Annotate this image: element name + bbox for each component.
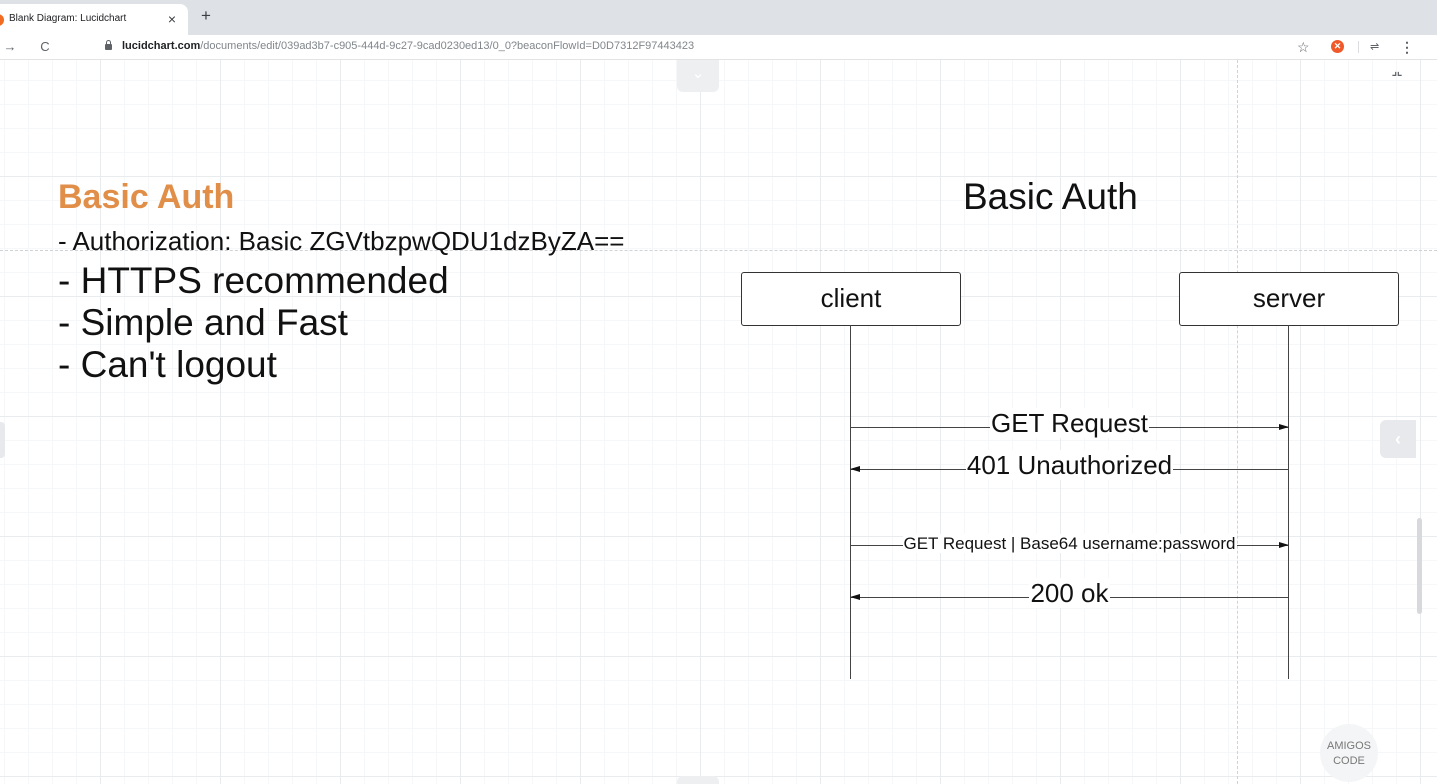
bullet-https[interactable]: - HTTPS recommended [58, 260, 449, 301]
tab-strip: Blank Diagram: Lucidchart × + [0, 0, 1437, 35]
tab-close-icon[interactable]: × [167, 11, 177, 27]
chevron-down-icon: ⌄ [691, 65, 705, 82]
message-label: GET Request [989, 408, 1150, 438]
new-tab-button[interactable]: + [201, 6, 211, 25]
lucidchart-favicon-icon [0, 14, 4, 26]
browser-toolbar: → C lucidchart.com/documents/edit/039ad3… [0, 35, 1437, 60]
message-200-ok[interactable]: 200 ok [850, 578, 1288, 608]
message-get-request-base64[interactable]: GET Request | Base64 username:password [851, 534, 1289, 553]
forward-icon[interactable]: → [3, 39, 17, 54]
expand-bottom-panel-button[interactable] [677, 776, 719, 784]
lock-icon[interactable] [105, 40, 112, 50]
server-lifeline[interactable] [1288, 325, 1289, 679]
browser-tab[interactable]: Blank Diagram: Lucidchart × [0, 4, 188, 35]
message-label: GET Request | Base64 username:password [902, 534, 1237, 553]
notes-heading[interactable]: Basic Auth [58, 178, 235, 216]
tab-title: Blank Diagram: Lucidchart [9, 13, 127, 24]
client-lifeline[interactable] [850, 325, 851, 679]
address-bar[interactable]: lucidchart.com/documents/edit/039ad3b7-c… [122, 40, 694, 52]
vertical-scrollbar[interactable] [1417, 518, 1422, 614]
left-panel-toggle[interactable] [0, 422, 5, 458]
bullet-simple-fast[interactable]: - Simple and Fast [58, 302, 348, 343]
url-path: /documents/edit/039ad3b7-c905-444d-9c27-… [200, 40, 695, 52]
arrowhead-right-icon [1279, 542, 1289, 548]
reload-icon[interactable]: C [40, 39, 50, 54]
bookmark-star-icon[interactable]: ☆ [1297, 39, 1310, 55]
arrowhead-right-icon [1279, 424, 1289, 430]
exit-fullscreen-glyph: ⌟⌞ [1391, 66, 1403, 78]
client-actor-box[interactable]: client [741, 272, 961, 326]
media-controls-icon[interactable]: ⇌ [1370, 41, 1380, 53]
server-actor-box[interactable]: server [1179, 272, 1399, 326]
right-panel-toggle[interactable]: ‹ [1380, 420, 1416, 458]
exit-fullscreen-icon[interactable]: ⌟⌞ [1388, 66, 1406, 86]
collapse-toolbar-button[interactable]: ⌄ [677, 60, 719, 92]
extension-icon[interactable]: ✕ [1331, 40, 1344, 53]
arrowhead-left-icon [850, 466, 860, 472]
browser-menu-icon[interactable]: ⋮ [1400, 39, 1414, 55]
diagram-canvas[interactable]: ⌄ ‹ ⌟⌞ Basic Auth - Authorization: Basic… [0, 60, 1437, 784]
chevron-left-icon: ‹ [1395, 429, 1401, 449]
amigoscode-watermark-logo: AMIGOS CODE [1320, 724, 1378, 782]
toolbar-divider [1358, 41, 1359, 53]
message-label: 401 Unauthorized [965, 450, 1174, 480]
diagram-title[interactable]: Basic Auth [963, 176, 1138, 217]
page-boundary-vertical [1237, 60, 1238, 784]
bullet-cant-logout[interactable]: - Can't logout [58, 344, 277, 385]
url-host: lucidchart.com [122, 40, 201, 52]
message-get-request[interactable]: GET Request [851, 408, 1289, 438]
message-401-unauthorized[interactable]: 401 Unauthorized [850, 450, 1288, 480]
watermark-line2: CODE [1333, 755, 1365, 767]
bullet-authorization[interactable]: - Authorization: Basic ZGVtbzpwQDU1dzByZ… [58, 226, 625, 256]
page-boundary-horizontal [0, 250, 1437, 251]
message-label: 200 ok [1029, 578, 1110, 608]
arrowhead-left-icon [850, 594, 860, 600]
watermark-line1: AMIGOS [1326, 740, 1371, 752]
